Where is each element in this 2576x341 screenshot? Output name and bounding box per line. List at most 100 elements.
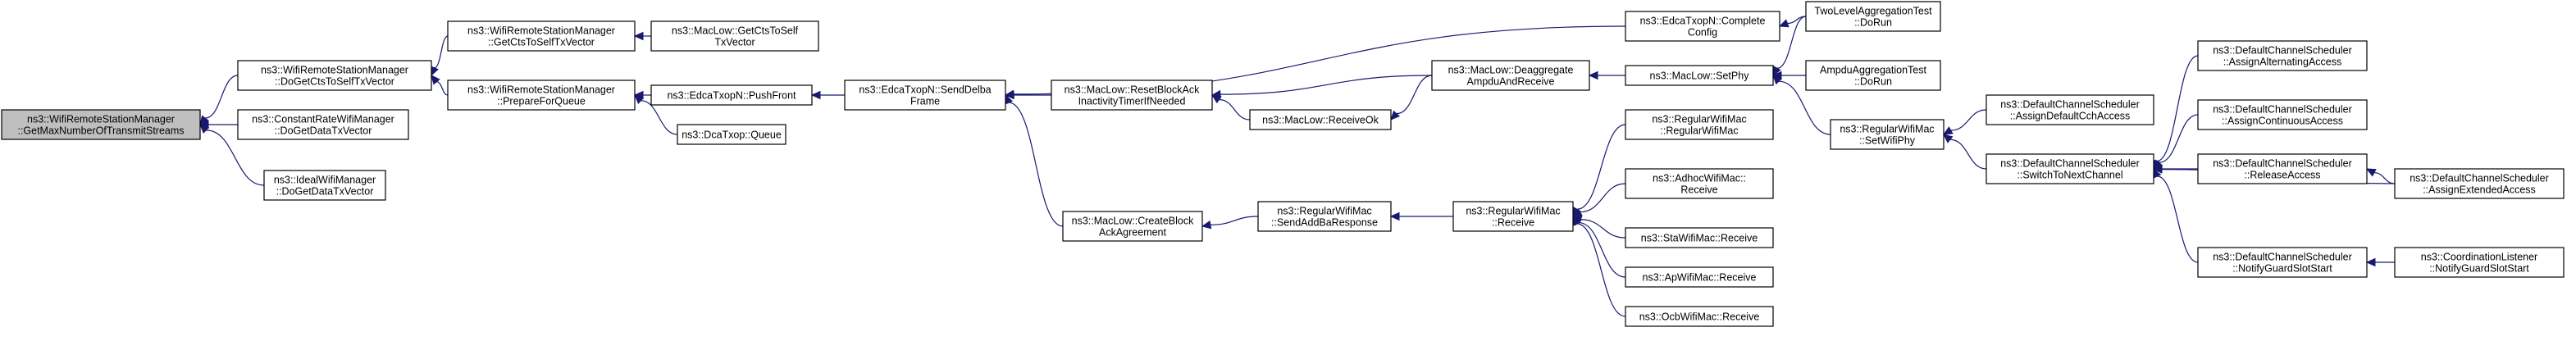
node-box (447, 20, 636, 52)
node-box (2197, 40, 2368, 71)
node-box (1062, 211, 1203, 242)
graph-node-n3[interactable]: ns3::IdealWifiManager::DoGetDataTxVector (263, 170, 386, 201)
node-box (2394, 168, 2565, 199)
node-label-line: ::AssignContinuousAccess (2222, 116, 2343, 127)
graph-node-n16[interactable]: TwoLevelAggregationTest::DoRun (1805, 1, 1941, 32)
node-label-line: ::GetCtsToSelfTxVector (488, 37, 595, 48)
graph-node-n20[interactable]: ns3::RegularWifiMac::RegularWifiMac (1625, 109, 1774, 140)
arrowhead-icon (1778, 19, 1790, 28)
node-box (1625, 227, 1774, 248)
node-label-line: ::NotifyGuardSlotStart (2429, 263, 2529, 275)
node-box (1986, 153, 2154, 184)
node-label-line: ::PrepareForQueue (497, 96, 586, 107)
edge-n28-to-n27 (2152, 55, 2199, 170)
node-box (1625, 109, 1774, 140)
edge-layer (198, 16, 2396, 317)
node-label-line: ns3::RegularWifiMac (1840, 124, 1934, 135)
edge-line (2157, 175, 2199, 263)
edge-line (2159, 114, 2199, 163)
arrowhead-icon (810, 90, 821, 100)
node-box (677, 124, 786, 145)
node-label-line: ::ReleaseAccess (2244, 170, 2320, 181)
graph-node-n31[interactable]: ns3::DefaultChannelScheduler::AssignExte… (2394, 168, 2565, 199)
graph-node-n29[interactable]: ns3::DefaultChannelScheduler::AssignCont… (2197, 99, 2368, 130)
graph-node-n13[interactable]: ns3::MacLow::ReceiveOk (1249, 109, 1392, 130)
arrowhead-icon (431, 75, 440, 85)
node-label-line: ns3::MacLow::CreateBlock (1072, 216, 1194, 227)
edge-line (436, 81, 449, 96)
graph-node-n30[interactable]: ns3::DefaultChannelScheduler::ReleaseAcc… (2197, 153, 2368, 184)
graph-node-n33[interactable]: ns3::CoordinationListener::NotifyGuardSl… (2394, 247, 2565, 278)
edge-n9-to-n7 (810, 90, 846, 100)
node-box (650, 20, 819, 52)
graph-node-n18[interactable]: ns3::RegularWifiMac::SendAddBaResponse (1257, 201, 1392, 232)
edge-n14-to-n13 (1390, 75, 1433, 120)
graph-node-n0[interactable]: ns3::WifiRemoteStationManager::GetMaxNum… (1, 109, 201, 140)
node-label-line: ns3::AdhocWifiMac:: (1653, 173, 1746, 184)
graph-node-n19[interactable]: ns3::RegularWifiMac::Receive (1452, 201, 1574, 232)
edge-n6-to-n4 (633, 31, 652, 41)
arrowhead-icon (2152, 165, 2163, 174)
edge-n31-to-n30 (2365, 168, 2396, 184)
node-label-line: ns3::DefaultChannelScheduler (2000, 158, 2140, 170)
node-box (237, 109, 409, 140)
node-label-line: AckAgreement (1099, 227, 1167, 239)
node-label-line: ::DoRun (1854, 76, 1892, 88)
node-label-line: ns3::IdealWifiManager (274, 175, 376, 186)
node-label-line: ::NotifyGuardSlotStart (2232, 263, 2332, 275)
graph-node-n26[interactable]: ns3::DefaultChannelScheduler::AssignDefa… (1986, 94, 2154, 125)
graph-node-n5[interactable]: ns3::WifiRemoteStationManager::PrepareFo… (447, 80, 636, 111)
node-label-line: ::DoGetDataTxVector (275, 125, 372, 137)
edge-line (434, 35, 449, 69)
node-box (650, 84, 813, 106)
graph-node-n21[interactable]: ns3::AdhocWifiMac::Receive (1625, 168, 1774, 199)
edge-n25-to-n15 (1772, 75, 1831, 135)
graph-node-n8[interactable]: ns3::DcaTxop::Queue (677, 124, 786, 145)
edge-n3-to-n0 (199, 124, 265, 186)
graph-node-n1[interactable]: ns3::WifiRemoteStationManager::DoGetCtsT… (237, 60, 432, 91)
arrowhead-icon (431, 66, 439, 77)
arrowhead-icon (199, 124, 210, 134)
graph-node-n32[interactable]: ns3::DefaultChannelScheduler::NotifyGuar… (2197, 247, 2368, 278)
node-box (1625, 168, 1774, 199)
graph-node-n22[interactable]: ns3::StaWifiMac::Receive (1625, 227, 1774, 248)
edge-n8-to-n5 (634, 94, 678, 135)
graph-node-n25[interactable]: ns3::RegularWifiMac::SetWifiPhy (1830, 119, 1945, 150)
graph-node-n17[interactable]: AmpduAggregationTest::DoRun (1805, 60, 1941, 91)
arrowhead-icon (1571, 207, 1583, 217)
edge-line (1008, 102, 1064, 227)
edge-line (1220, 75, 1433, 95)
node-label-line: ::AssignAlternatingAccess (2223, 57, 2342, 68)
node-box (1257, 201, 1392, 232)
graph-node-n4[interactable]: ns3::WifiRemoteStationManager::GetCtsToS… (447, 20, 636, 52)
node-box (2197, 99, 2368, 130)
graph-node-n27[interactable]: ns3::DefaultChannelScheduler::SwitchToNe… (1986, 153, 2154, 184)
graph-node-n11[interactable]: ns3::MacLow::ResetBlockAckInactivityTime… (1051, 80, 1213, 111)
graph-node-n24[interactable]: ns3::OcbWifiMac::Receive (1625, 306, 1774, 327)
graph-node-n23[interactable]: ns3::ApWifiMac::Receive (1625, 266, 1774, 288)
node-label-line: ::DoGetDataTxVector (276, 186, 374, 198)
edge-n19-to-n18 (1389, 211, 1453, 221)
node-label-line: ns3::EdcaTxopN::Complete (1640, 16, 1766, 27)
node-box (1625, 306, 1774, 327)
graph-node-n2[interactable]: ns3::ConstantRateWifiManager::DoGetDataT… (237, 109, 409, 140)
edge-line (1949, 139, 1987, 170)
edge-line (1776, 16, 1807, 69)
graph-node-n6[interactable]: ns3::MacLow::GetCtsToSelfTxVector (650, 20, 819, 52)
arrowhead-icon (1772, 75, 1783, 85)
node-box (2197, 153, 2368, 184)
node-box (1249, 109, 1392, 130)
node-label-line: ::DoGetCtsToSelfTxVector (275, 76, 394, 88)
edge-line (1210, 216, 1259, 225)
graph-node-n7[interactable]: ns3::EdcaTxopN::PushFront (650, 84, 813, 106)
node-box (237, 60, 432, 91)
edge-n32-to-n27 (2153, 167, 2199, 263)
edge-line (204, 75, 239, 119)
arrowhead-icon (1943, 134, 1954, 143)
graph-node-n15[interactable]: ns3::MacLow::SetPhy (1625, 65, 1774, 86)
graph-node-n28[interactable]: ns3::DefaultChannelScheduler::AssignAlte… (2197, 40, 2368, 71)
